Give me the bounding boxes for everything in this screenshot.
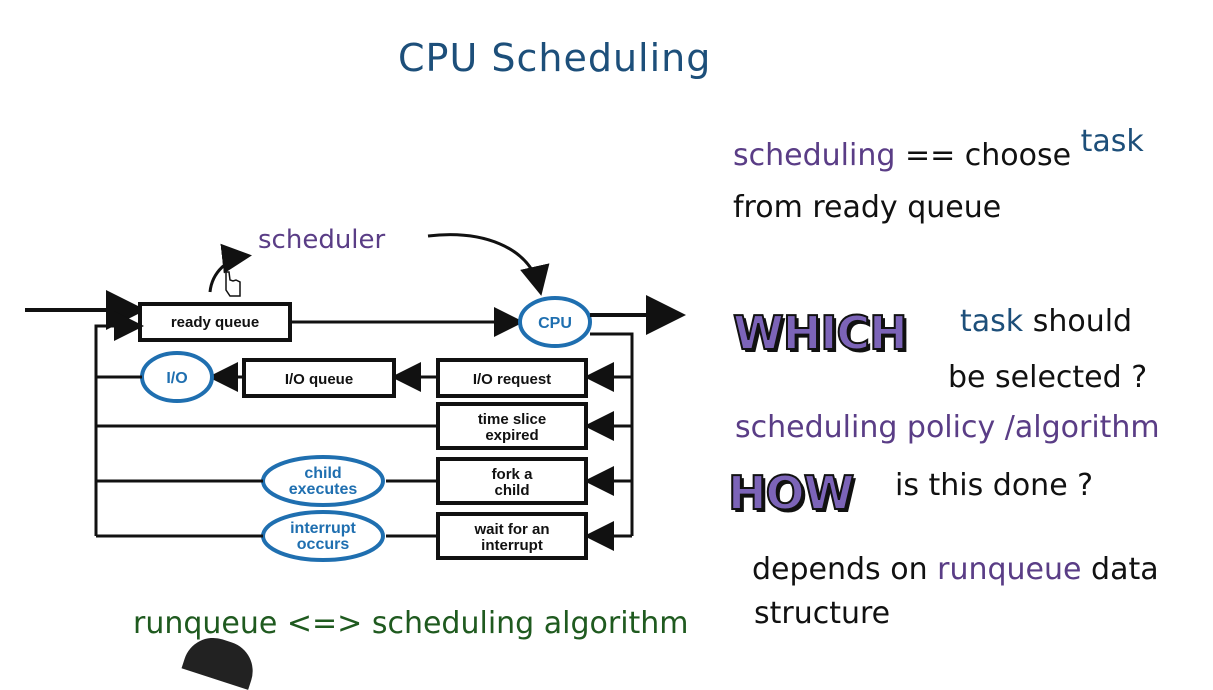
ready-queue-box — [138, 302, 292, 342]
note-choose: == choose — [904, 138, 1072, 173]
note-line-2: from ready queue — [733, 190, 1002, 225]
policy-line: scheduling policy /algorithm — [735, 410, 1160, 445]
cpu-return-bus — [590, 332, 634, 536]
io-queue-box — [242, 358, 396, 398]
note-line-1: scheduling == choose task — [733, 124, 1144, 173]
io-label: I/O — [166, 370, 187, 387]
time-slice-box — [436, 402, 588, 450]
interrupt-occurs-label-2: occurs — [297, 536, 350, 553]
how-line: is this done ? — [895, 468, 1094, 503]
wait-label-1: wait for an — [473, 521, 549, 538]
depends-data: data — [1091, 552, 1159, 587]
fork-label-1: fork a — [492, 466, 534, 483]
wait-interrupt-box — [436, 512, 588, 560]
depends-line: depends on runqueue data — [752, 552, 1159, 587]
which-heading: WHICH — [732, 305, 909, 361]
note-task-word: task — [1080, 124, 1144, 159]
cpu-label: CPU — [538, 315, 572, 332]
fork-child-box — [436, 457, 588, 505]
scheduler-arrow-right — [427, 233, 550, 296]
which-task-word: task — [960, 304, 1024, 339]
how-heading: HOW — [727, 465, 855, 521]
io-request-label: I/O request — [473, 371, 551, 388]
child-executes-label-2: executes — [289, 481, 358, 498]
depends-runqueue: runqueue — [937, 552, 1082, 587]
structure-line: structure — [754, 596, 891, 631]
scheduler-label: scheduler — [258, 225, 386, 255]
page-title: CPU Scheduling — [398, 36, 712, 80]
wait-label-2: interrupt — [481, 537, 543, 554]
child-executes-label-1: child — [304, 465, 341, 482]
bottom-note: runqueue <=> scheduling algorithm — [133, 606, 689, 641]
note-scheduling-word: scheduling — [733, 138, 896, 173]
cpu-node — [518, 296, 592, 348]
fork-label-2: child — [494, 482, 529, 499]
ready-queue-label: ready queue — [171, 314, 259, 331]
time-slice-label-1: time slice — [478, 411, 546, 428]
left-return-bus — [94, 311, 144, 536]
which-should: should — [1032, 304, 1133, 339]
hand-cursor-icon — [225, 271, 241, 297]
interrupt-occurs-label-1: interrupt — [290, 520, 356, 537]
which-line: task should — [960, 304, 1132, 339]
scheduler-arrow-left — [208, 243, 252, 293]
depends-word: depends on — [752, 552, 928, 587]
be-selected-line: be selected ? — [948, 360, 1148, 395]
time-slice-label-2: expired — [485, 427, 538, 444]
io-queue-label: I/O queue — [285, 371, 353, 388]
scheduling-diagram: ready queue CPU I/O request time slice e… — [25, 225, 686, 562]
